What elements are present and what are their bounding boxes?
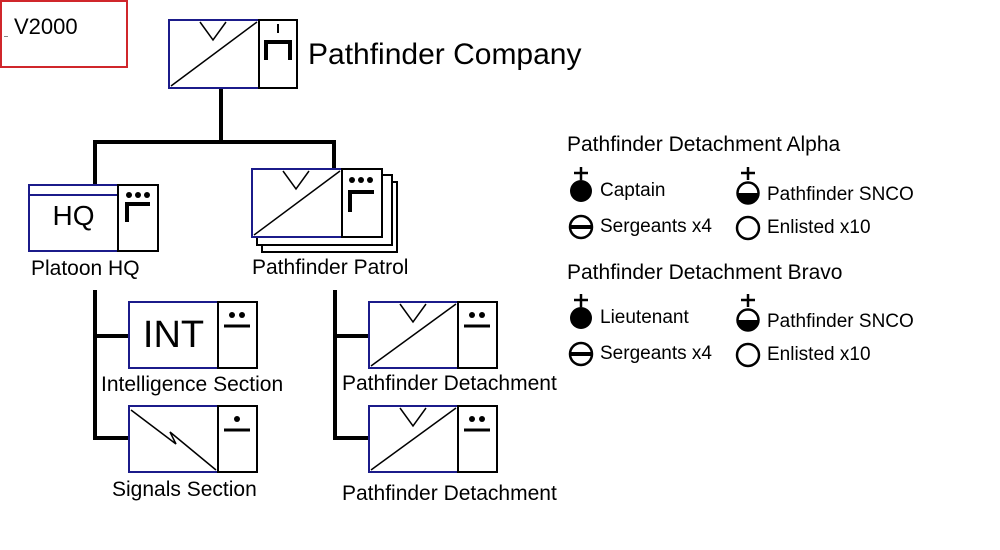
signals-label: Signals Section xyxy=(112,478,257,501)
intelligence-label: Intelligence Section xyxy=(101,373,284,396)
detachment-2-symbol xyxy=(368,405,498,473)
platoon-hq-symbol xyxy=(28,184,159,252)
intelligence-symbol xyxy=(128,301,258,369)
int-symbol-text: INT xyxy=(142,314,205,356)
officer-icon xyxy=(570,294,592,329)
patrol-symbol xyxy=(251,168,398,253)
version-tick xyxy=(4,36,8,37)
legend-bravo-snco: Pathfinder SNCO xyxy=(767,311,914,332)
snco-icon xyxy=(736,167,760,205)
company-symbol xyxy=(168,19,298,89)
patrol-label: Pathfinder Patrol xyxy=(252,256,409,279)
connector-lines xyxy=(93,88,372,440)
legend-alpha-icons xyxy=(568,167,761,241)
legend-alpha-sergeants: Sergeants x4 xyxy=(600,216,712,237)
legend-alpha-title: Pathfinder Detachment Alpha xyxy=(567,133,841,156)
hq-symbol-text: HQ xyxy=(52,200,95,231)
legend-bravo-icons xyxy=(568,294,761,368)
legend-bravo-title: Pathfinder Detachment Bravo xyxy=(567,261,843,284)
version-box: V2000 xyxy=(0,0,128,68)
officer-icon xyxy=(570,167,592,202)
legend-alpha-officer: Captain xyxy=(600,180,666,201)
version-label: V2000 xyxy=(14,14,78,39)
legend-bravo-officer: Lieutenant xyxy=(600,307,689,328)
enlisted-icon xyxy=(735,215,761,241)
legend-alpha-enlisted: Enlisted x10 xyxy=(767,217,871,238)
legend-alpha-snco: Pathfinder SNCO xyxy=(767,184,914,205)
detachment-1-symbol xyxy=(368,301,498,369)
sergeant-icon xyxy=(568,341,594,367)
detachment-2-label: Pathfinder Detachment xyxy=(342,482,557,505)
enlisted-icon xyxy=(735,342,761,368)
company-title: Pathfinder Company xyxy=(308,38,582,71)
detachment-1-label: Pathfinder Detachment xyxy=(342,372,557,395)
snco-icon xyxy=(736,294,760,332)
legend-bravo-sergeants: Sergeants x4 xyxy=(600,343,712,364)
signals-symbol xyxy=(128,405,258,473)
legend-bravo-enlisted: Enlisted x10 xyxy=(767,344,871,365)
platoon-hq-label: Platoon HQ xyxy=(31,257,140,280)
sergeant-icon xyxy=(568,214,594,240)
